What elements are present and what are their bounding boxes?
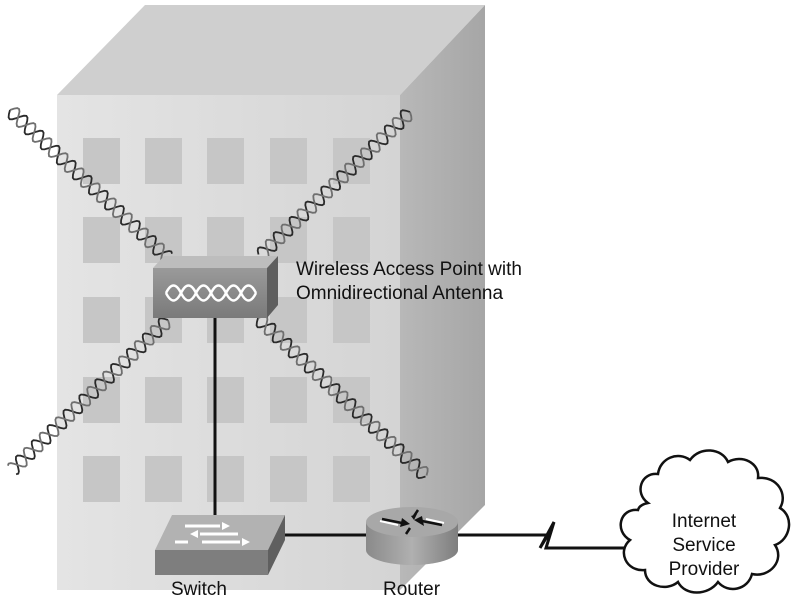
building-window xyxy=(83,217,120,263)
building-window xyxy=(207,217,244,263)
building xyxy=(57,5,485,590)
isp-cloud-icon xyxy=(619,449,791,594)
building-windows xyxy=(83,138,370,502)
radio-wave-strand xyxy=(261,111,413,260)
radio-waves xyxy=(7,107,429,480)
building-window xyxy=(333,297,370,343)
access-point-label-line1: Wireless Access Point with xyxy=(296,259,522,280)
building-window xyxy=(83,456,120,502)
router-label: Router xyxy=(383,579,441,600)
building-top xyxy=(57,5,485,95)
building-window xyxy=(207,377,244,423)
building-window xyxy=(145,217,182,263)
radio-wave-strand xyxy=(7,109,173,256)
building-window xyxy=(83,297,120,343)
building-window xyxy=(270,138,307,184)
access-point-label: Wireless Access Point with Omnidirection… xyxy=(296,258,522,306)
building-window xyxy=(83,138,120,184)
wireless-access-point-icon xyxy=(153,256,278,318)
building-window xyxy=(333,138,370,184)
radio-wave-strand xyxy=(255,317,426,480)
building-window xyxy=(333,217,370,263)
building-window xyxy=(83,377,120,423)
building-side xyxy=(400,5,485,590)
isp-label: Internet Service Provider xyxy=(630,510,778,582)
access-point-label-line2: Omnidirectional Antenna xyxy=(296,283,504,304)
building-window xyxy=(207,456,244,502)
switch-label: Switch xyxy=(171,579,227,600)
switch-icon xyxy=(155,515,285,575)
router-icon xyxy=(366,507,458,565)
building-window xyxy=(145,138,182,184)
building-window xyxy=(270,456,307,502)
isp-label-line2: Service xyxy=(672,535,736,556)
isp-label-line1: Internet xyxy=(671,511,737,532)
radio-wave-strand xyxy=(9,107,165,264)
building-window xyxy=(145,377,182,423)
radio-wave-strand xyxy=(257,315,429,476)
building-window xyxy=(270,377,307,423)
radio-wave-strand xyxy=(14,317,169,476)
serial-link xyxy=(458,521,628,550)
building-window xyxy=(207,138,244,184)
isp-label-line3: Provider xyxy=(668,559,740,580)
radio-wave-strand xyxy=(256,109,411,255)
building-window xyxy=(333,456,370,502)
building-window xyxy=(145,456,182,502)
radio-wave-strand xyxy=(7,319,171,468)
